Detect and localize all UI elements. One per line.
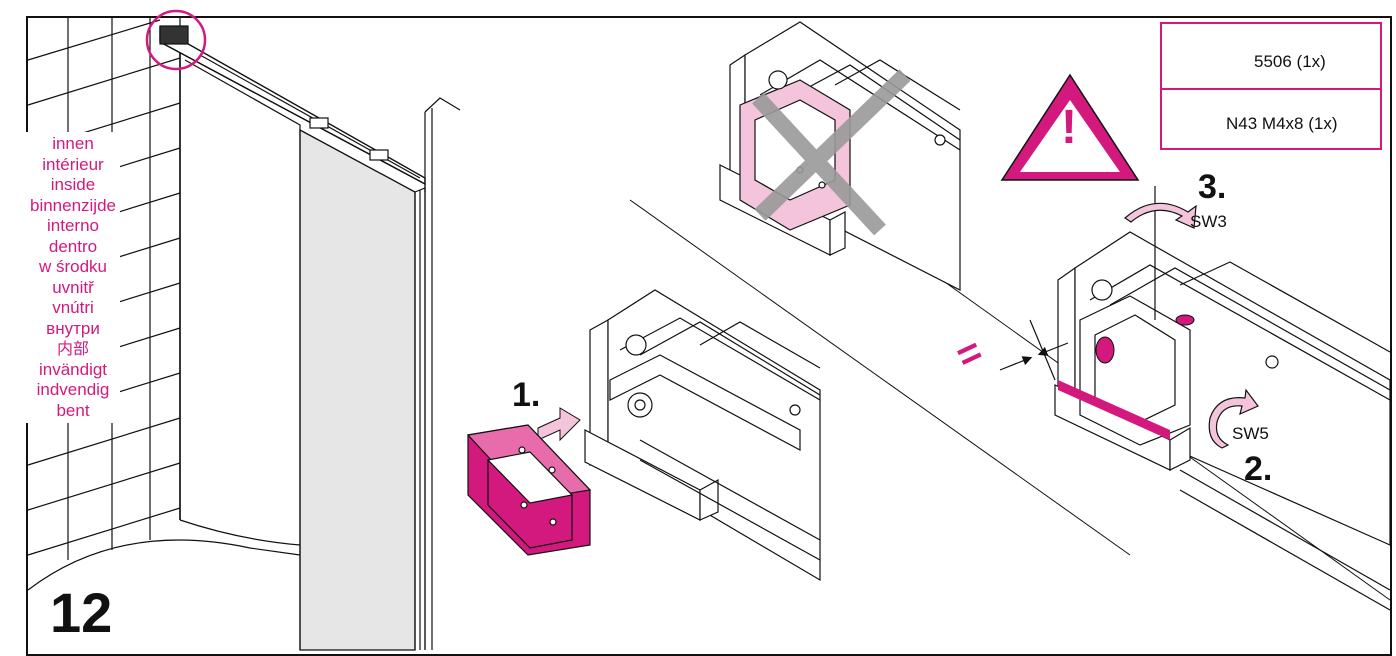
warning-triangle-icon <box>1000 73 1140 181</box>
final-assembly-view <box>1054 231 1391 611</box>
inside-label: dentro <box>48 236 98 256</box>
wrong-cross-icon <box>752 69 911 236</box>
inside-label: 内部 <box>56 339 89 358</box>
step-2-label: 2. <box>1244 450 1273 488</box>
installed-screw <box>1095 336 1115 364</box>
inside-label: bent <box>56 400 90 420</box>
spacer-block-part <box>466 424 592 556</box>
inside-label: interno <box>47 216 99 235</box>
step-3-label: 3. <box>1198 168 1227 206</box>
screw-hole <box>1175 314 1195 326</box>
parts-list-box <box>1160 22 1382 150</box>
insert-arrow-icon <box>537 407 581 442</box>
wrong-assembly-view <box>719 21 961 291</box>
inside-label: внутри <box>46 318 100 338</box>
installed-spacer <box>1058 380 1170 440</box>
tool-sw5-label: SW5 <box>1232 424 1269 443</box>
inside-label: innen <box>52 134 94 153</box>
tool-sw3-label: SW3 <box>1190 212 1227 231</box>
highlight-circle <box>145 9 207 71</box>
step-1-label: 1. <box>512 376 541 414</box>
part-n43-label: N43 M4x8 (1x) <box>1226 114 1338 133</box>
gap-dimension <box>999 319 1069 381</box>
part-5506-label: 5506 (1x) <box>1254 52 1326 71</box>
inside-label: binnenzijde <box>29 195 116 215</box>
inside-label: w środku <box>38 257 108 276</box>
parts-separator <box>1162 88 1380 90</box>
rotate-arrow-sw5-icon <box>1208 388 1259 449</box>
inside-label: invändigt <box>38 359 108 379</box>
warning-exclamation: ! <box>1061 101 1077 154</box>
inside-label: indvendig <box>36 380 110 399</box>
inside-label: inside <box>50 175 96 194</box>
step-number: 12 <box>50 581 113 644</box>
inside-label: uvnitř <box>52 277 94 297</box>
inside-label: vnútri <box>52 298 94 317</box>
step1-assembly-view <box>584 289 821 582</box>
rotate-arrow-sw3-icon <box>1124 202 1197 229</box>
inside-label: intérieur <box>42 154 104 174</box>
